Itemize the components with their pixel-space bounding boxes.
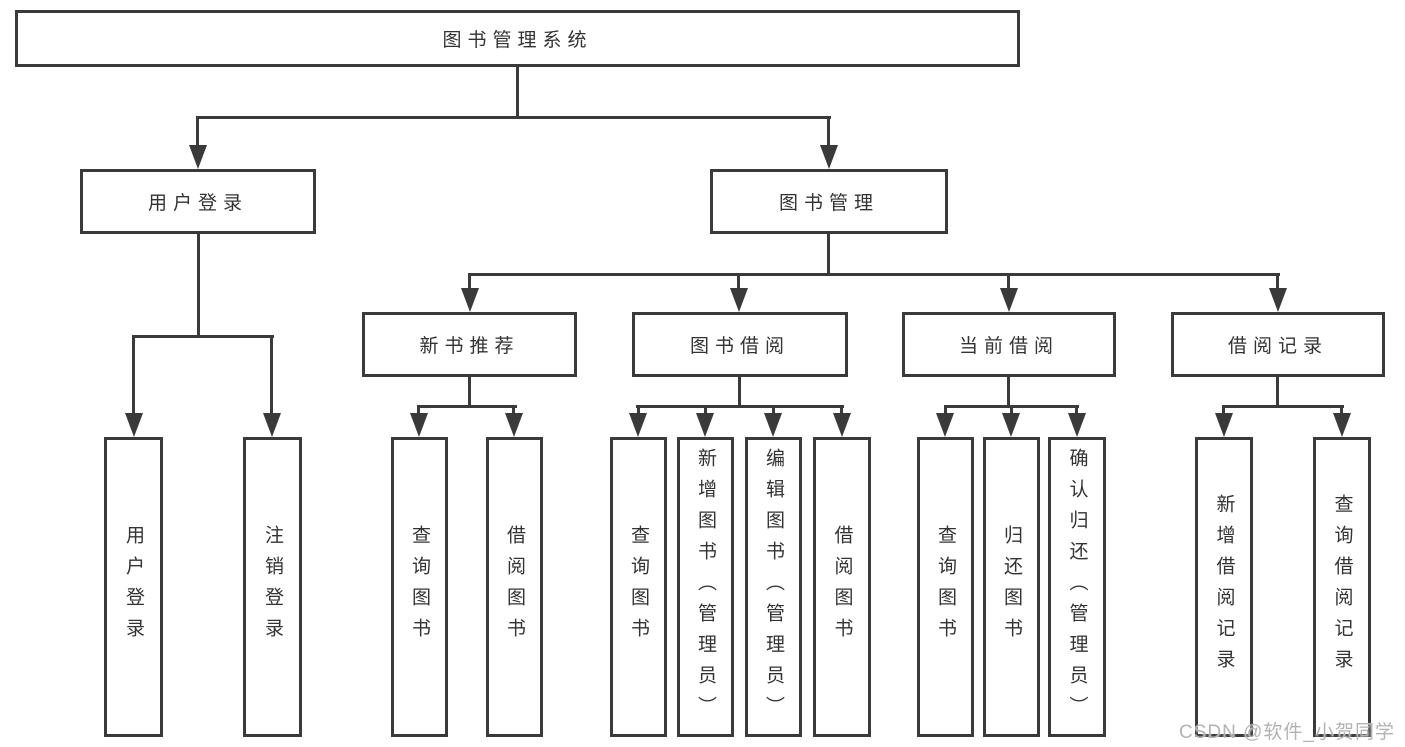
connector-user-login-drop [196,116,199,150]
connector-book-mgmt-drop [827,116,830,150]
leaf-user-login: 用户登录 [104,437,163,737]
node-book-borrowing: 图书借阅 [632,312,848,377]
connector-leaf-drop [1010,405,1013,417]
arrow-down-icon [764,413,782,437]
connector-book-mgmt-stub [827,231,830,276]
connector-book-mgmt-split [468,273,1280,276]
arrow-down-icon [936,413,954,437]
connector-user-login-stub [197,231,200,337]
arrow-down-icon [833,413,851,437]
connector-group-drop [1276,273,1279,293]
connector-leaf-drop [512,405,515,417]
connector-leaf-drop [1075,405,1078,417]
connector-leaf-drop [270,335,273,417]
leaf-confirm-return-admin: 确认归还（管理员） [1048,437,1106,737]
arrow-down-icon [410,413,428,437]
leaf-query-books-recommend: 查询图书 [391,437,448,737]
arrow-down-icon [1333,413,1351,437]
connector-root-split [197,116,831,119]
connector-leaf-drop [840,405,843,417]
arrow-down-icon [263,413,281,437]
leaf-query-books-current: 查询图书 [917,437,974,737]
connector-group-drop [737,273,740,293]
leaf-edit-book-admin: 编辑图书（管理员） [745,437,802,737]
connector-borrow-records-split [1222,405,1344,408]
arrow-down-icon [696,413,714,437]
arrow-down-icon [1269,288,1287,312]
leaf-add-borrow-record: 新增借阅记录 [1195,437,1253,737]
arrow-down-icon [1068,413,1086,437]
node-current-borrowing: 当前借阅 [902,312,1116,377]
connector-group-drop [468,273,471,293]
arrow-down-icon [1000,288,1018,312]
leaf-query-borrow-record: 查询借阅记录 [1313,437,1371,737]
connector-leaf-drop [417,405,420,417]
arrow-down-icon [820,145,838,169]
connector-new-books-stub [468,375,471,408]
leaf-borrow-books-borrowing: 借阅图书 [813,437,871,737]
connector-leaf-drop [637,405,640,417]
connector-book-borrow-stub [738,375,741,408]
leaf-query-books-borrowing: 查询图书 [610,437,667,737]
connector-current-borrow-stub [1007,375,1010,408]
connector-user-login-split [132,335,274,338]
leaf-borrow-books-recommend: 借阅图书 [486,437,543,737]
connector-leaf-drop [944,405,947,417]
leaf-logout: 注销登录 [243,437,302,737]
node-library-system: 图书管理系统 [15,10,1020,67]
node-new-book-recommend: 新书推荐 [362,312,577,377]
arrow-down-icon [1002,413,1020,437]
node-user-login: 用户登录 [80,169,316,234]
connector-new-books-split [417,405,517,408]
arrow-down-icon [189,145,207,169]
arrow-down-icon [730,288,748,312]
node-borrowing-records: 借阅记录 [1171,312,1385,377]
arrow-down-icon [629,413,647,437]
connector-leaf-drop [772,405,775,417]
watermark: CSDN @软件_小贺同学 [1179,722,1395,743]
arrow-down-icon [1215,413,1233,437]
connector-borrow-records-stub [1276,375,1279,408]
connector-root-stub [516,64,519,118]
arrow-down-icon [461,288,479,312]
connector-group-drop [1007,273,1010,293]
connector-leaf-drop [1222,405,1225,417]
connector-leaf-drop [1340,405,1343,417]
arrow-down-icon [505,413,523,437]
connector-leaf-drop [132,335,135,417]
leaf-add-book-admin: 新增图书（管理员） [677,437,734,737]
connector-book-borrow-split [636,405,844,408]
node-book-management: 图书管理 [710,169,948,234]
leaf-return-book: 归还图书 [983,437,1040,737]
arrow-down-icon [125,413,143,437]
connector-leaf-drop [704,405,707,417]
